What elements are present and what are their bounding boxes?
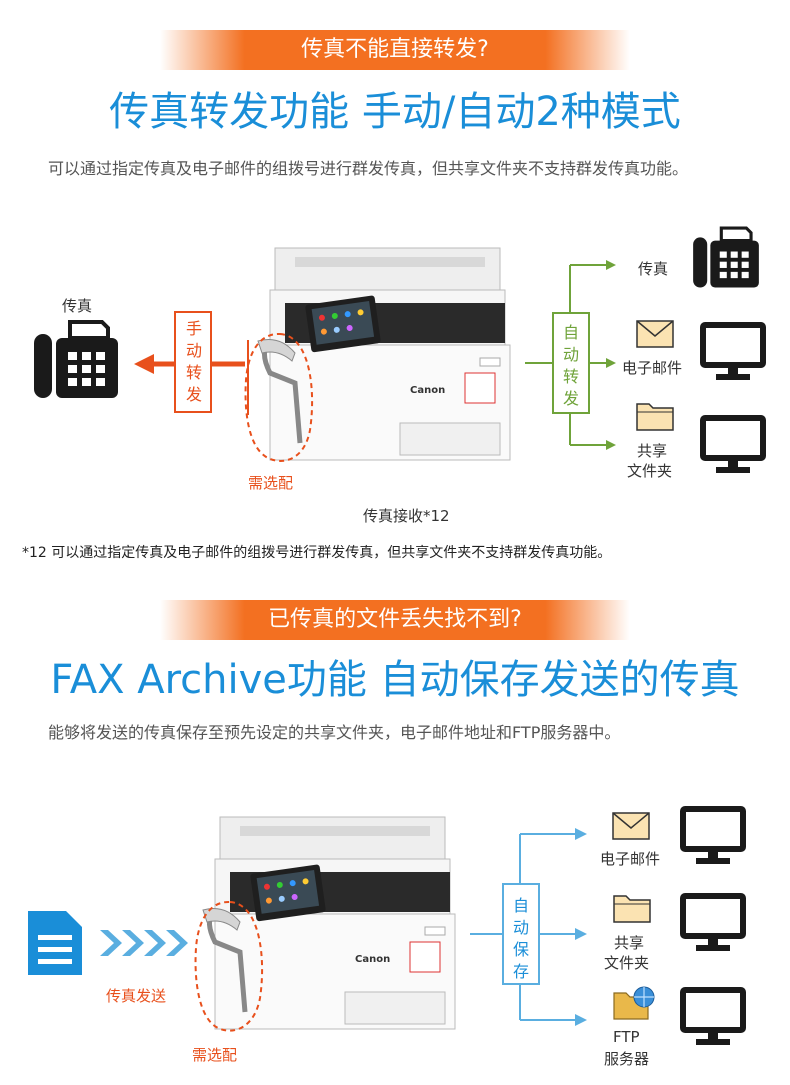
printer-brand: Canon xyxy=(355,954,390,965)
manual-forward-arrow xyxy=(134,311,249,415)
computer-monitor-icon xyxy=(700,415,766,473)
footnote: *12 可以通过指定传真及电子邮件的组拨号进行群发传真，但共享文件夹不支持群发传… xyxy=(22,545,612,561)
target-ftp-label-2: 服务器 xyxy=(604,1050,650,1068)
computer-monitor-icon xyxy=(680,893,746,951)
printer-image: Canon xyxy=(257,247,511,461)
target-share-label-2b: 文件夹 xyxy=(604,954,650,972)
ftp-server-icon xyxy=(613,986,655,1020)
printer-image: Canon xyxy=(202,816,456,1030)
target-email-label: 电子邮件 xyxy=(622,359,683,377)
optional-handset-outline xyxy=(194,900,264,1032)
banner-2-text: 已传真的文件丢失找不到? xyxy=(268,607,522,632)
banner-1-text: 传真不能直接转发? xyxy=(301,37,489,62)
banner-1: 传真不能直接转发? xyxy=(160,30,630,70)
document-icon xyxy=(28,911,82,975)
printer-brand: Canon xyxy=(410,385,445,396)
target-share-label-2: 文件夹 xyxy=(627,462,673,480)
target-email-label-2: 电子邮件 xyxy=(600,850,661,868)
target-share-label-1: 共享 xyxy=(637,442,668,460)
left-fax-label: 传真 xyxy=(62,297,93,315)
envelope-icon xyxy=(612,812,650,840)
optional-label-2: 需选配 xyxy=(192,1046,238,1064)
fax-machine-icon xyxy=(34,320,118,398)
folder-icon xyxy=(636,403,674,431)
target-fax-label: 传真 xyxy=(638,260,669,278)
auto-save-tree xyxy=(470,828,587,1026)
target-fax-icon xyxy=(693,226,759,288)
auto-forward-label: 自 动 转 发 xyxy=(562,323,579,408)
description-1: 可以通过指定传真及电子邮件的组拨号进行群发传真，但共享文件夹不支持群发传真功能。 xyxy=(48,159,689,178)
banner-2: 已传真的文件丢失找不到? xyxy=(160,600,630,640)
computer-monitor-icon xyxy=(680,806,746,864)
headline-1: 传真转发功能 手动/自动2种模式 xyxy=(109,89,681,135)
headline-2: FAX Archive功能 自动保存发送的传真 xyxy=(50,657,740,703)
folder-icon xyxy=(613,895,651,923)
send-chevrons-icon xyxy=(100,930,188,956)
fax-send-label: 传真发送 xyxy=(106,987,167,1005)
auto-forward-tree xyxy=(525,260,616,450)
auto-save-label: 自 动 保 存 xyxy=(512,896,529,981)
computer-monitor-icon xyxy=(680,987,746,1045)
manual-forward-label: 手 动 转 发 xyxy=(185,319,202,404)
optional-handset-outline xyxy=(244,332,314,462)
computer-monitor-icon xyxy=(700,322,766,380)
description-2: 能够将发送的传真保存至预先设定的共享文件夹，电子邮件地址和FTP服务器中。 xyxy=(48,723,621,742)
target-share-label-2a: 共享 xyxy=(614,934,645,952)
fax-receive-label: 传真接收*12 xyxy=(363,507,450,525)
optional-label-1: 需选配 xyxy=(248,474,294,492)
envelope-icon xyxy=(636,320,674,348)
target-ftp-label-1: FTP xyxy=(613,1028,640,1046)
